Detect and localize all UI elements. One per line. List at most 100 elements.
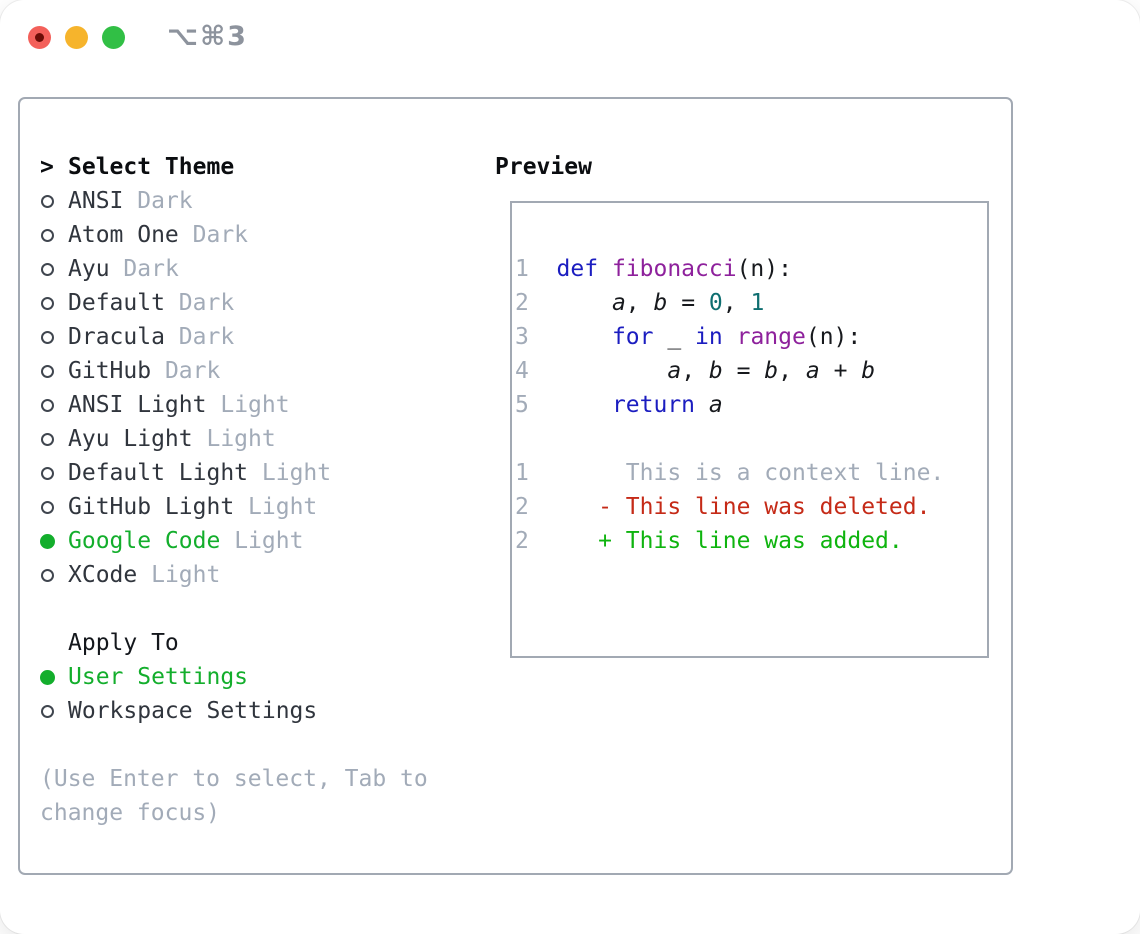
spacer	[40, 728, 428, 762]
preview-title: Preview	[495, 154, 592, 180]
theme-name: GitHub	[68, 358, 152, 384]
theme-variant-badge: Light	[206, 426, 276, 452]
code-token: range	[736, 324, 806, 350]
code-token: +	[819, 358, 862, 384]
radio-icon	[40, 228, 68, 242]
radio-icon	[40, 330, 68, 344]
theme-variant-badge: Dark	[192, 222, 249, 248]
radio-icon	[40, 466, 68, 480]
blank-line	[515, 422, 987, 456]
line-number: 2	[515, 494, 599, 520]
theme-variant-badge: Dark	[178, 290, 235, 316]
theme-name: ANSI	[68, 188, 124, 214]
theme-variant-badge: Light	[234, 528, 304, 554]
theme-name: Ayu	[68, 256, 110, 282]
theme-option[interactable]: ANSI Light Light	[40, 388, 428, 422]
diff-line: 2 - This line was deleted.	[515, 490, 987, 524]
close-button[interactable]	[28, 26, 51, 49]
code-token: ,	[625, 290, 654, 316]
radio-icon	[40, 364, 68, 378]
apply-to-option[interactable]: User Settings	[40, 660, 428, 694]
code-token: a	[805, 358, 820, 384]
theme-option[interactable]: Google Code Light	[40, 524, 428, 558]
code-token: ,	[778, 358, 806, 384]
selected-radio-icon	[40, 533, 68, 549]
code-token: b	[764, 358, 779, 384]
theme-variant-badge: Dark	[178, 324, 235, 350]
code-token: for	[611, 324, 654, 350]
theme-name: XCode	[68, 562, 138, 588]
apply-to-option[interactable]: Workspace Settings	[40, 694, 428, 728]
apply-to-title: Apply To	[68, 630, 179, 656]
code-token: _	[653, 324, 696, 350]
theme-option[interactable]: Default Dark	[40, 286, 428, 320]
line-number: 1	[515, 256, 557, 282]
theme-name: Google Code	[68, 528, 221, 554]
circle-icon	[41, 228, 54, 242]
code-token: b	[861, 358, 876, 384]
radio-icon	[40, 296, 68, 310]
code-token: ,	[681, 358, 709, 384]
zoom-button[interactable]	[102, 26, 125, 49]
theme-option[interactable]: GitHub Dark	[40, 354, 428, 388]
radio-icon	[40, 500, 68, 514]
code-token: 1	[750, 290, 765, 316]
code-token: =	[722, 358, 765, 384]
code-token: (n):	[736, 256, 792, 282]
theme-variant-badge: Light	[248, 494, 318, 520]
code-token	[695, 392, 709, 418]
radio-icon	[40, 568, 68, 582]
apply-to-label: Workspace Settings	[68, 698, 318, 724]
circle-icon	[41, 262, 54, 276]
selected-radio-icon	[40, 669, 68, 685]
theme-option[interactable]: ANSI Dark	[40, 184, 428, 218]
diff-line: 2 + This line was added.	[515, 524, 987, 558]
apply-to-header-row: Apply To	[40, 626, 428, 660]
code-line: 1 def fibonacci(n):	[515, 252, 987, 286]
code-token: =	[667, 290, 709, 316]
filled-circle-icon	[40, 669, 55, 685]
code-token: (n):	[805, 324, 862, 350]
code-token: fibonacci	[611, 256, 737, 282]
theme-variant-badge: Light	[220, 392, 290, 418]
theme-variant-badge: Dark	[164, 358, 221, 384]
diff-text: This is a context line.	[598, 460, 945, 486]
theme-option[interactable]: Ayu Light Light	[40, 422, 428, 456]
radio-icon	[40, 262, 68, 276]
code-token: in	[695, 324, 723, 350]
circle-icon	[41, 296, 54, 310]
line-number: 4	[515, 358, 557, 384]
minimize-button[interactable]	[65, 26, 88, 49]
theme-option[interactable]: Atom One Dark	[40, 218, 428, 252]
code-token: a	[667, 358, 682, 384]
theme-name: Ayu Light	[68, 426, 193, 452]
radio-icon	[40, 398, 68, 412]
theme-name: Default	[68, 290, 165, 316]
circle-icon	[41, 364, 54, 378]
line-number: 2	[515, 528, 599, 554]
apply-to-label: User Settings	[68, 664, 249, 690]
code-line: 2 a, b = 0, 1	[515, 286, 987, 320]
selection-prompt-icon: >	[40, 154, 54, 180]
code-token	[557, 324, 612, 350]
circle-icon	[41, 194, 54, 208]
keyboard-hint: (Use Enter to select, Tab to change focus…	[40, 762, 428, 830]
circle-icon	[41, 500, 54, 514]
hint-text: change focus)	[40, 800, 221, 826]
code-token: a	[708, 392, 723, 418]
hint-text: (Use Enter to select, Tab to	[40, 766, 428, 792]
theme-name: Atom One	[68, 222, 179, 248]
theme-name: ANSI Light	[68, 392, 207, 418]
theme-variant-badge: Dark	[137, 188, 193, 214]
code-token	[557, 392, 612, 418]
code-line: 4 a, b = b, a + b	[515, 354, 987, 388]
line-number: 3	[515, 324, 557, 350]
theme-list-title: Select Theme	[68, 154, 235, 180]
